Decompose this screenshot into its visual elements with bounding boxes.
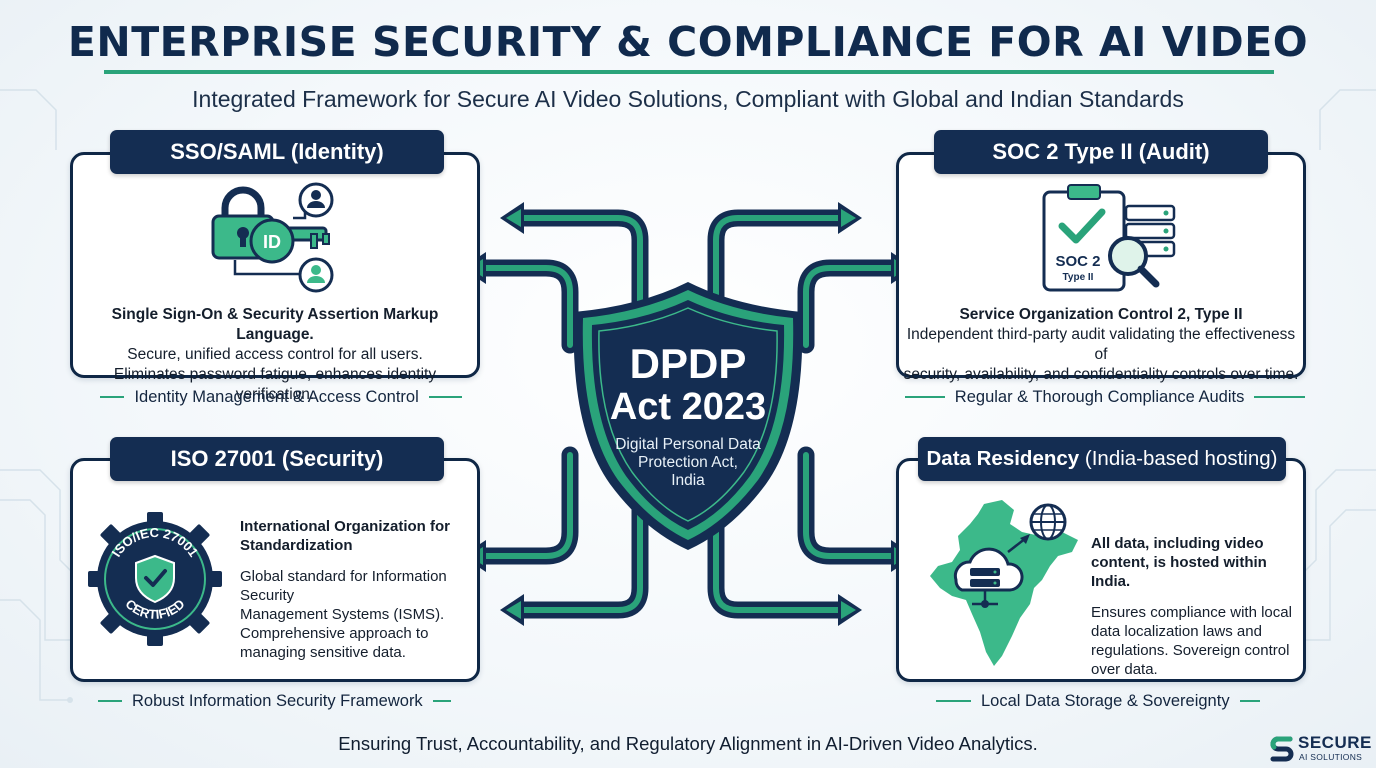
- soc2-line-2: security, availability, and confidential…: [903, 366, 1299, 383]
- logo-name: SECURE: [1298, 733, 1372, 752]
- logo-s-icon: [1270, 736, 1294, 762]
- sso-description: Single Sign-On & Security Assertion Mark…: [78, 305, 472, 405]
- residency-line-3: regulations. Sovereign control: [1091, 642, 1290, 659]
- iso-line-5: managing sensitive data.: [240, 644, 406, 661]
- residency-description: All data, including video content, is ho…: [1091, 534, 1303, 679]
- residency-caption-text: Local Data Storage & Sovereignty: [981, 691, 1230, 710]
- page-title: ENTERPRISE SECURITY & COMPLIANCE FOR AI …: [67, 18, 1309, 66]
- secure-ai-logo: SECURE AI SOLUTIONS: [1266, 732, 1372, 764]
- dpdp-desc-line-1: Digital Personal Data: [615, 436, 761, 453]
- india-map-cloud-icon: [930, 500, 1078, 666]
- soc2-heading: Service Organization Control 2, Type II: [959, 306, 1243, 323]
- iso-line-4: Comprehensive approach to: [240, 625, 429, 642]
- page-subtitle: Integrated Framework for Secure AI Video…: [192, 86, 1184, 112]
- title-underline: [104, 70, 1274, 74]
- iso-heading-1: International Organization for: [240, 518, 451, 535]
- iso27001-tab: ISO 27001 (Security): [110, 437, 444, 481]
- caption-line: [905, 396, 945, 398]
- iso-certified-badge-icon: ISO/IEC 27001 CERTIFIED: [88, 512, 222, 646]
- iso-caption-text: Robust Information Security Framework: [132, 691, 423, 710]
- dpdp-shield: [573, 282, 803, 550]
- audit-clipboard-icon: SOC 2 Type II: [1042, 184, 1176, 292]
- dpdp-desc-line-2: Protection Act,: [638, 454, 738, 471]
- caption-line: [1254, 396, 1305, 398]
- iso-caption: Robust Information Security Framework: [98, 690, 458, 712]
- data-residency-tab: Data Residency (India-based hosting): [918, 437, 1286, 481]
- sso-line-2: Eliminates password fatigue, enhances id…: [113, 366, 437, 403]
- caption-line: [1239, 700, 1260, 702]
- sso-saml-tab: SSO/SAML (Identity): [110, 130, 444, 174]
- soc2-icon-sublabel: Type II: [1063, 272, 1094, 283]
- dpdp-description: Digital Personal Data Protection Act, In…: [566, 436, 810, 490]
- caption-line: [432, 700, 451, 702]
- sso-line-1: Secure, unified access control for all u…: [127, 346, 423, 363]
- residency-line-2: data localization laws and: [1091, 623, 1262, 640]
- iso-description: International Organization for Standardi…: [240, 517, 472, 662]
- sso-heading: Single Sign-On & Security Assertion Mark…: [111, 306, 439, 343]
- iso-line-3: Management Systems (ISMS).: [240, 606, 445, 623]
- soc2-description: Service Organization Control 2, Type II …: [902, 305, 1300, 385]
- iso-heading-2: Standardization: [240, 537, 353, 554]
- sso-caption: Identity Management & Access Control: [100, 386, 462, 408]
- soc2-tab: SOC 2 Type II (Audit): [934, 130, 1268, 174]
- data-residency-tab-title: Data Residency: [926, 447, 1080, 470]
- soc2-line-1: Independent third-party audit validating…: [906, 326, 1296, 363]
- iso-line-2: Security: [240, 587, 295, 604]
- sso-caption-text: Identity Management & Access Control: [134, 387, 419, 406]
- soc2-caption: Regular & Thorough Compliance Audits: [905, 386, 1305, 408]
- iso-line-1: Global standard for Information: [240, 568, 447, 585]
- soc2-icon-label: SOC 2: [1055, 253, 1100, 270]
- soc2-caption-text: Regular & Thorough Compliance Audits: [954, 387, 1245, 406]
- footer-tagline: Ensuring Trust, Accountability, and Regu…: [338, 733, 1038, 754]
- residency-caption: Local Data Storage & Sovereignty: [936, 690, 1266, 712]
- residency-heading-1: All data, including video: [1091, 535, 1264, 552]
- identity-key-icon: ID: [211, 182, 334, 293]
- residency-line-1: Ensures compliance with local: [1091, 604, 1292, 621]
- residency-line-4: over data.: [1091, 661, 1158, 678]
- residency-heading-2: content, is hosted within India.: [1091, 554, 1267, 590]
- data-residency-tab-subtitle: (India-based hosting): [1084, 447, 1278, 470]
- sso-saml-panel: [70, 152, 480, 378]
- caption-line: [428, 396, 462, 398]
- id-label: ID: [263, 232, 281, 252]
- logo-tagline: AI SOLUTIONS: [1299, 752, 1363, 762]
- caption-line: [100, 396, 125, 398]
- caption-line: [936, 700, 971, 702]
- dpdp-title-1: DPDP: [629, 340, 747, 387]
- caption-line: [98, 700, 122, 702]
- dpdp-desc-line-3: India: [671, 472, 705, 489]
- dpdp-title-2: Act 2023: [609, 386, 767, 428]
